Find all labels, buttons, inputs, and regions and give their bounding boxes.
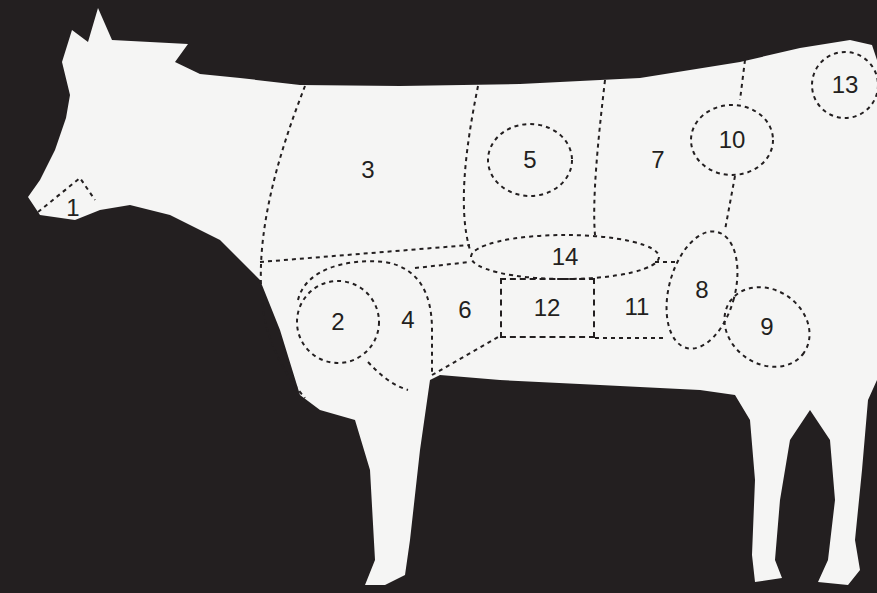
cut-number: 11 (625, 295, 650, 319)
cut-outline-ellipse (471, 235, 659, 279)
cut-ellipse: 5 (487, 123, 573, 197)
cow-silhouette (28, 8, 877, 585)
cut-number: 5 (523, 148, 536, 172)
cut-outline-ellipse (812, 52, 877, 118)
cut-number: 4 (401, 308, 414, 332)
cut-number: 10 (719, 128, 746, 152)
cut-number: 1 (66, 196, 79, 220)
cut-ellipse: 9 (721, 289, 813, 365)
cut-number: 2 (331, 310, 344, 334)
cut-number: 9 (760, 315, 773, 339)
cut-lines (38, 60, 745, 398)
cut-ellipse: 2 (296, 280, 380, 364)
cut-outline-ellipse (655, 224, 750, 357)
cut-outline-ellipse (691, 105, 773, 175)
cut-ellipse: 14 (470, 234, 660, 280)
cut-outline-ellipse (297, 281, 379, 363)
cut-number: 7 (651, 148, 664, 172)
cut-outline-ellipse (709, 271, 825, 383)
cut-outline-ellipse (488, 124, 572, 196)
cut-number: 8 (695, 278, 708, 302)
cut-ellipse: 10 (690, 104, 774, 176)
cut-ellipse: 13 (811, 51, 877, 119)
cut-box: 12 (500, 278, 595, 338)
cut-number: 12 (534, 296, 561, 320)
cut-number: 14 (552, 245, 579, 269)
cut-number: 3 (361, 158, 374, 182)
cut-number: 13 (832, 73, 859, 97)
cut-number: 6 (458, 298, 471, 322)
